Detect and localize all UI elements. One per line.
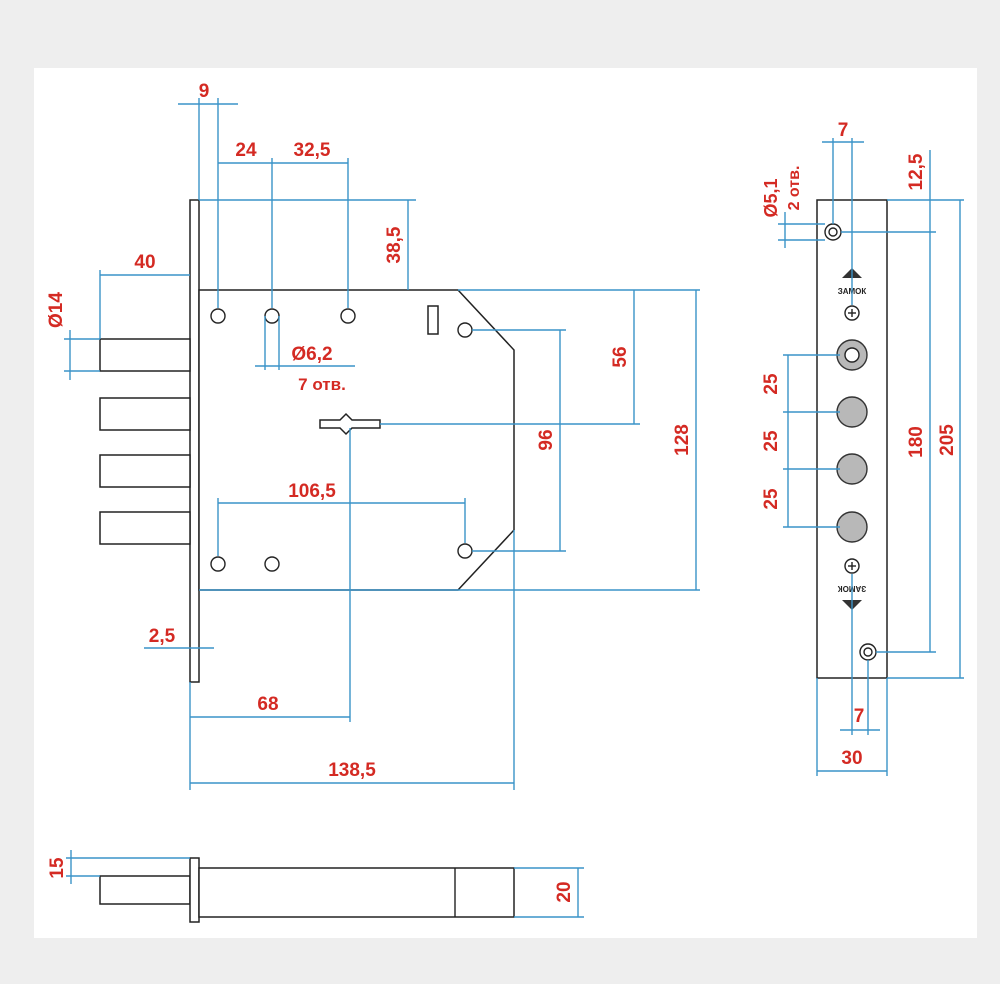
lock-faceplate [189, 199, 200, 683]
lock-dimension-labels: 9 24 32,5 38,5 40 Ø14 Ø6,2 7 отв. 56 96 … [46, 81, 693, 781]
mount-hole [264, 556, 280, 572]
side-faceplate [189, 857, 200, 923]
dim-label: 205 [937, 424, 958, 456]
side-bolt [99, 875, 191, 905]
lock-body-view [99, 199, 515, 683]
dim-label: 106,5 [288, 481, 336, 502]
dim-label: 38,5 [384, 226, 405, 263]
side-dimension-labels: 15 20 [47, 857, 575, 903]
bolt-2 [99, 397, 191, 431]
dim-label: 138,5 [328, 760, 376, 781]
dim-label: 180 [906, 426, 927, 458]
side-dimension-lines [66, 850, 584, 918]
case-slot [427, 305, 439, 335]
bolt-hole-inner [844, 347, 860, 363]
dim-label: 25 [761, 373, 782, 395]
strike-dimension-labels: 7 Ø5,1 2 отв. 12,5 25 25 25 180 205 7 30 [761, 120, 958, 769]
dim-label: 68 [257, 694, 278, 715]
dim-label: Ø14 [46, 292, 67, 328]
dim-label: 24 [235, 140, 257, 161]
dim-label: 56 [610, 346, 631, 367]
dim-label: 9 [199, 81, 210, 102]
dim-label: 2 отв. [786, 166, 803, 211]
dim-label: 2,5 [149, 626, 176, 647]
dim-label: 7 отв. [298, 375, 346, 394]
dim-label: 32,5 [294, 140, 331, 161]
bolt-3 [99, 454, 191, 488]
dim-label: 20 [554, 881, 575, 902]
dim-label: 96 [536, 429, 557, 450]
bolt-hole [836, 511, 868, 543]
dim-label: 40 [134, 252, 155, 273]
bolt-1 [99, 338, 191, 372]
dim-label: 12,5 [906, 153, 927, 190]
screw-hole-inner [828, 227, 838, 237]
side-case [198, 867, 515, 918]
dim-label: 7 [854, 706, 865, 727]
dim-label: 7 [838, 120, 849, 141]
lock-dimension-lines [64, 98, 700, 790]
dim-label: 30 [841, 748, 862, 769]
dim-label: 128 [672, 424, 693, 456]
bolt-hole [836, 396, 868, 428]
lock-side-view [99, 857, 515, 923]
dim-label: 25 [761, 430, 782, 452]
dim-label: Ø6,2 [291, 344, 332, 365]
mount-hole [457, 543, 473, 559]
keyhole-icon [319, 412, 381, 436]
bolt-4 [99, 511, 191, 545]
mount-hole [264, 308, 280, 324]
mount-hole [457, 322, 473, 338]
dim-label: 25 [761, 488, 782, 510]
mount-hole [210, 556, 226, 572]
screw-hole-inner [863, 647, 873, 657]
mount-hole [340, 308, 356, 324]
bolt-hole [836, 453, 868, 485]
dim-label: Ø5,1 [761, 178, 781, 217]
dim-label: 15 [47, 857, 68, 879]
strike-dimension-lines [778, 138, 964, 776]
mount-hole [210, 308, 226, 324]
